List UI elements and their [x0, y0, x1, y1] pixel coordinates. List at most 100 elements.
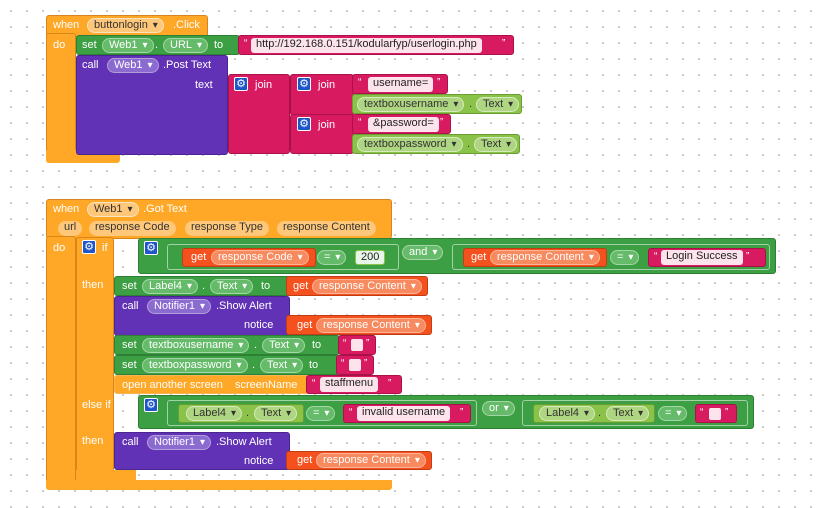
if-block-bottom [76, 470, 136, 483]
eq-dropdown[interactable]: = [317, 250, 347, 265]
to-label: to [261, 280, 271, 292]
quote-open: “ [343, 338, 347, 349]
quote-open: “ [700, 407, 704, 418]
event-body-left [46, 33, 76, 163]
label4-dropdown[interactable]: Label4 [142, 279, 199, 294]
dot-label: . [246, 407, 250, 419]
mutator-gear-icon[interactable]: ⚙ [297, 117, 311, 131]
text-prop-dropdown[interactable]: Text [474, 137, 518, 152]
quote-close: ” [440, 117, 444, 128]
quote-open: “ [654, 251, 658, 262]
text-prop-dropdown[interactable]: Text [262, 338, 306, 353]
notifier1-dropdown[interactable]: Notifier1 [147, 435, 211, 450]
url-prop-dropdown[interactable]: URL [163, 38, 209, 53]
set-label: set [122, 359, 137, 371]
login-success-string[interactable]: Login Success [661, 250, 743, 265]
mutator-gear-icon[interactable]: ⚙ [144, 241, 158, 255]
get-label: get [471, 251, 487, 263]
mutator-gear-icon[interactable]: ⚙ [82, 240, 96, 254]
quote-close: ” [366, 338, 370, 349]
text-prop-dropdown[interactable]: Text [210, 279, 254, 294]
when-label: when [53, 203, 80, 215]
buttonlogin-dropdown[interactable]: buttonlogin [87, 18, 164, 33]
mutator-gear-icon[interactable]: ⚙ [297, 77, 311, 91]
dot-label: . [252, 359, 256, 371]
textboxusername-dropdown[interactable]: textboxusername [142, 338, 250, 353]
call-label: call [82, 59, 99, 71]
param-url[interactable]: url [58, 221, 83, 236]
mutator-gear-icon[interactable]: ⚙ [234, 77, 248, 91]
get-label: get [293, 280, 309, 292]
text-prop-dropdown[interactable]: Text [476, 97, 520, 112]
eq-dropdown[interactable]: = [610, 250, 640, 265]
get-label: get [297, 454, 313, 466]
textboxpassword-dropdown[interactable]: textboxpassword [142, 358, 248, 373]
click-event-label: .Click [173, 19, 200, 31]
quote-close: ” [746, 251, 750, 262]
get-label: get [191, 251, 207, 263]
quote-close: ” [437, 77, 441, 88]
open-screen-label: open another screen [122, 379, 223, 391]
notifier1-dropdown[interactable]: Notifier1 [147, 299, 211, 314]
mutator-gear-icon[interactable]: ⚙ [144, 398, 158, 412]
if-block[interactable] [76, 237, 114, 483]
quote-open: “ [312, 378, 316, 389]
join-label: join [318, 119, 336, 131]
username-string[interactable]: username= [368, 77, 434, 92]
quote-close: ” [364, 358, 368, 369]
notice-param-label: notice [244, 319, 274, 331]
text-prop-dropdown[interactable]: Text [606, 406, 650, 421]
web1-event-dropdown[interactable]: Web1 [87, 202, 139, 217]
then-label: then [82, 435, 104, 447]
dot-label: . [155, 39, 159, 51]
join-label: join [255, 79, 273, 91]
eq-dropdown[interactable]: = [306, 406, 336, 421]
response-code-dropdown[interactable]: response Code [211, 250, 309, 265]
to-label: to [309, 359, 319, 371]
url-string[interactable]: http://192.168.0.151/kodularfyp/userlogi… [251, 38, 482, 53]
textboxpassword-dropdown[interactable]: textboxpassword [357, 137, 463, 152]
call-label: call [122, 300, 139, 312]
invalid-username-string[interactable]: invalid username [357, 406, 451, 421]
text-prop-dropdown[interactable]: Text [260, 358, 304, 373]
outer-join-block[interactable] [228, 74, 290, 154]
set-label: set [122, 280, 137, 292]
eq-dropdown[interactable]: = [658, 406, 688, 421]
empty-string[interactable] [349, 359, 361, 371]
web1-call-dropdown[interactable]: Web1 [107, 58, 159, 73]
gottext-event-label: .Got Text [143, 203, 187, 215]
password-string[interactable]: &password= [368, 117, 439, 132]
code-number[interactable]: 200 [355, 250, 386, 265]
event-body-left [46, 236, 76, 490]
then-label: then [82, 279, 104, 291]
param-response-code[interactable]: response Code [89, 221, 176, 236]
param-response-type[interactable]: response Type [185, 221, 269, 236]
empty-string[interactable] [709, 408, 721, 420]
and-dropdown[interactable]: and [402, 245, 444, 260]
text-prop-dropdown[interactable]: Text [254, 406, 298, 421]
post-text-method: .Post Text [163, 59, 212, 71]
label4-dropdown[interactable]: Label4 [186, 406, 243, 421]
param-response-content[interactable]: response Content [277, 221, 376, 236]
response-content-dropdown[interactable]: response Content [316, 453, 426, 468]
text-param-label: text [195, 79, 213, 91]
if-label: if [102, 242, 108, 254]
call-web1-posttext-block[interactable] [76, 55, 228, 155]
quote-open: “ [244, 38, 248, 49]
dot-label: . [467, 138, 471, 150]
staffmenu-string[interactable]: staffmenu [320, 377, 379, 392]
do-label: do [53, 242, 66, 254]
set-label: set [82, 39, 97, 51]
empty-string[interactable] [351, 339, 363, 351]
response-content-dropdown[interactable]: response Content [316, 318, 426, 333]
quote-close: ” [725, 407, 729, 418]
textboxusername-dropdown[interactable]: textboxusername [357, 97, 465, 112]
response-content-dropdown[interactable]: response Content [312, 279, 422, 294]
or-dropdown[interactable]: or [482, 401, 515, 416]
to-label: to [312, 339, 322, 351]
quote-open: “ [358, 77, 362, 88]
screen-name-param: screenName [235, 379, 298, 391]
label4-dropdown[interactable]: Label4 [539, 406, 596, 421]
web1-dropdown[interactable]: Web1 [102, 38, 154, 53]
response-content-dropdown[interactable]: response Content [490, 250, 600, 265]
